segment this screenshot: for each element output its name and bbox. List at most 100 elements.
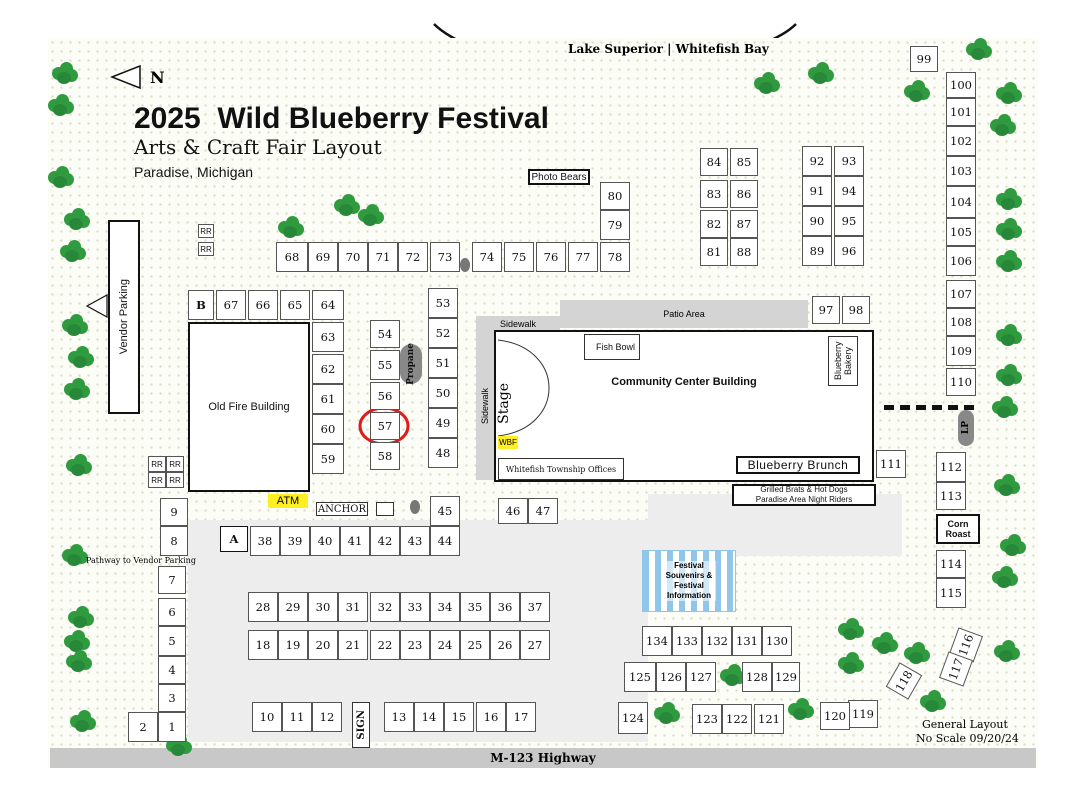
booth[interactable]: 83 <box>700 180 728 208</box>
booth[interactable]: 30 <box>308 592 338 622</box>
booth[interactable]: 111 <box>876 450 906 478</box>
booth[interactable]: 134 <box>642 626 672 656</box>
booth[interactable]: 62 <box>312 354 344 384</box>
booth[interactable]: 33 <box>400 592 430 622</box>
booth[interactable]: 121 <box>754 704 784 734</box>
booth[interactable]: 128 <box>742 662 772 692</box>
booth[interactable]: 95 <box>834 206 864 236</box>
booth[interactable]: 51 <box>428 348 458 378</box>
booth[interactable]: 27 <box>520 630 550 660</box>
booth[interactable]: 86 <box>730 180 758 208</box>
booth[interactable]: 32 <box>370 592 400 622</box>
booth[interactable]: 96 <box>834 236 864 266</box>
booth[interactable]: 74 <box>472 242 502 272</box>
booth[interactable]: 115 <box>936 578 966 608</box>
booth[interactable]: 81 <box>700 238 728 266</box>
booth[interactable]: 64 <box>312 290 344 320</box>
booth[interactable]: 63 <box>312 322 344 352</box>
booth[interactable]: 28 <box>248 592 278 622</box>
booth[interactable]: 127 <box>686 662 716 692</box>
booth[interactable]: 67 <box>216 290 246 320</box>
booth[interactable]: 48 <box>428 438 458 468</box>
booth[interactable]: 8 <box>160 526 188 556</box>
booth[interactable]: 85 <box>730 148 758 176</box>
booth[interactable]: 58 <box>370 442 400 470</box>
booth[interactable]: 112 <box>936 452 966 482</box>
booth[interactable]: 65 <box>280 290 310 320</box>
booth[interactable]: 113 <box>936 482 966 510</box>
booth[interactable]: 76 <box>536 242 566 272</box>
booth[interactable]: 57 <box>370 412 400 440</box>
booth[interactable]: 1 <box>158 712 186 742</box>
booth[interactable]: 91 <box>802 176 832 206</box>
booth[interactable]: 46 <box>498 498 528 524</box>
booth[interactable]: 122 <box>722 704 752 734</box>
booth[interactable]: 20 <box>308 630 338 660</box>
booth[interactable]: 131 <box>732 626 762 656</box>
booth[interactable]: 52 <box>428 318 458 348</box>
booth[interactable]: 129 <box>772 662 800 692</box>
booth[interactable]: 120 <box>820 702 850 730</box>
booth[interactable]: 106 <box>946 246 976 276</box>
booth[interactable]: 16 <box>476 702 506 732</box>
booth[interactable]: 104 <box>946 186 976 218</box>
booth[interactable]: 73 <box>430 242 460 272</box>
booth[interactable]: 14 <box>414 702 444 732</box>
booth[interactable]: 37 <box>520 592 550 622</box>
booth[interactable]: 25 <box>460 630 490 660</box>
booth[interactable]: 75 <box>504 242 534 272</box>
booth[interactable]: 49 <box>428 408 458 438</box>
booth[interactable]: 9 <box>160 498 188 526</box>
booth[interactable]: 10 <box>252 702 282 732</box>
booth[interactable]: 66 <box>248 290 278 320</box>
booth[interactable]: 12 <box>312 702 342 732</box>
booth[interactable]: 125 <box>624 662 656 692</box>
booth[interactable]: 103 <box>946 156 976 186</box>
booth[interactable]: 23 <box>400 630 430 660</box>
booth[interactable]: 35 <box>460 592 490 622</box>
booth[interactable]: 6 <box>158 598 186 626</box>
booth[interactable]: 110 <box>946 368 976 396</box>
booth[interactable]: 108 <box>946 308 976 336</box>
booth[interactable]: 94 <box>834 176 864 206</box>
booth[interactable]: 44 <box>430 526 460 556</box>
booth[interactable]: 34 <box>430 592 460 622</box>
booth[interactable]: 101 <box>946 98 976 126</box>
booth[interactable]: 69 <box>308 242 338 272</box>
booth[interactable]: 90 <box>802 206 832 236</box>
booth[interactable]: 114 <box>936 550 966 578</box>
booth[interactable]: 42 <box>370 526 400 556</box>
booth[interactable]: 24 <box>430 630 460 660</box>
booth[interactable]: 70 <box>338 242 368 272</box>
booth[interactable]: 39 <box>280 526 310 556</box>
booth[interactable]: 123 <box>692 704 722 734</box>
booth[interactable]: 11 <box>282 702 312 732</box>
booth[interactable]: 50 <box>428 378 458 408</box>
booth[interactable]: 59 <box>312 444 344 474</box>
booth[interactable]: 21 <box>338 630 368 660</box>
booth[interactable]: 100 <box>946 72 976 98</box>
booth[interactable]: 126 <box>656 662 686 692</box>
booth[interactable]: 130 <box>762 626 792 656</box>
booth[interactable]: 26 <box>490 630 520 660</box>
booth[interactable]: 29 <box>278 592 308 622</box>
booth[interactable]: 38 <box>250 526 280 556</box>
booth[interactable]: B <box>188 290 214 320</box>
booth[interactable]: 31 <box>338 592 368 622</box>
booth[interactable]: 22 <box>370 630 400 660</box>
booth[interactable]: 53 <box>428 288 458 318</box>
booth[interactable]: 89 <box>802 236 832 266</box>
booth[interactable]: 118 <box>885 662 923 700</box>
booth[interactable]: 107 <box>946 280 976 308</box>
booth[interactable]: 71 <box>368 242 398 272</box>
booth[interactable]: 92 <box>802 146 832 176</box>
booth[interactable]: 109 <box>946 336 976 366</box>
booth[interactable]: 3 <box>158 684 186 712</box>
booth[interactable]: 13 <box>384 702 414 732</box>
booth[interactable]: 97 <box>812 296 840 324</box>
booth[interactable]: 72 <box>398 242 428 272</box>
booth[interactable]: 105 <box>946 218 976 246</box>
booth[interactable]: 61 <box>312 384 344 414</box>
booth[interactable]: 132 <box>702 626 732 656</box>
booth[interactable]: 7 <box>158 566 186 594</box>
